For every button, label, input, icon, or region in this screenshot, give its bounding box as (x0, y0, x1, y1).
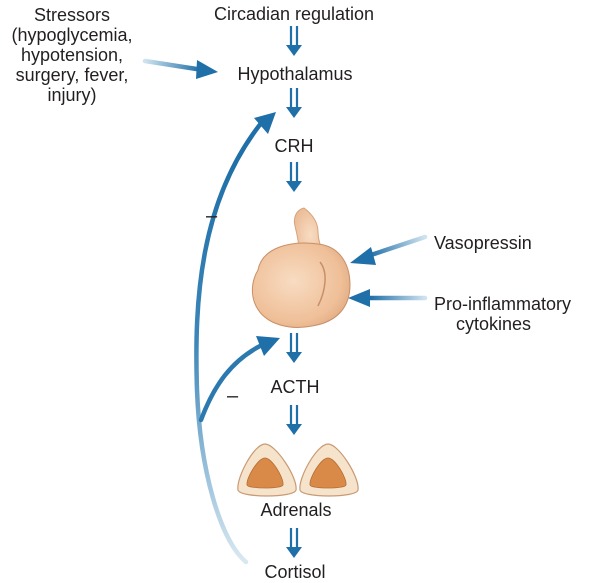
arrow-crh-to-pituitary (286, 162, 302, 192)
circadian-regulation-label: Circadian regulation (213, 4, 375, 24)
feedback-sign-lower: – (227, 385, 239, 407)
vasopressin-label: Vasopressin (434, 233, 532, 253)
arrow-vasopressin-to-pituitary (350, 234, 428, 265)
feedback-loop-pituitary (198, 336, 280, 423)
adrenal-gland-left (237, 443, 297, 497)
feedback-sign-upper: – (206, 205, 218, 227)
arrow-acth-to-adrenals (286, 405, 302, 435)
arrow-adrenals-to-cortisol (286, 528, 302, 558)
adrenal-gland-right (299, 443, 359, 497)
arrow-hypothalamus-to-crh (286, 88, 302, 118)
cortisol-label: Cortisol (264, 562, 326, 582)
stressors-line-1: Stressors (33, 5, 111, 25)
arrow-pituitary-to-acth (286, 333, 302, 363)
crh-label: CRH (274, 136, 314, 156)
pituitary-gland-illustration (251, 207, 351, 328)
cytokines-line-1: Pro-inflammatory (434, 294, 572, 314)
acth-label: ACTH (270, 377, 320, 397)
stressors-line-4: surgery, fever, (15, 65, 129, 85)
stressors-line-2: (hypoglycemia, (11, 25, 133, 45)
arrow-circadian-to-hypothalamus (286, 26, 302, 56)
cytokines-line-2: cytokines (456, 314, 532, 334)
stressors-line-3: hypotension, (20, 45, 124, 65)
hypothalamus-label: Hypothalamus (237, 64, 353, 84)
arrow-stressors-to-hypothalamus (142, 58, 218, 79)
stressors-label: Stressors (hypoglycemia, hypotension, su… (11, 5, 132, 105)
feedback-loop-hypothalamus (194, 112, 276, 565)
arrow-cytokines-to-pituitary (348, 289, 428, 307)
adrenals-label: Adrenals (260, 500, 332, 520)
stressors-line-5: injury) (47, 85, 97, 105)
cytokines-label: Pro-inflammatory cytokines (434, 294, 571, 334)
